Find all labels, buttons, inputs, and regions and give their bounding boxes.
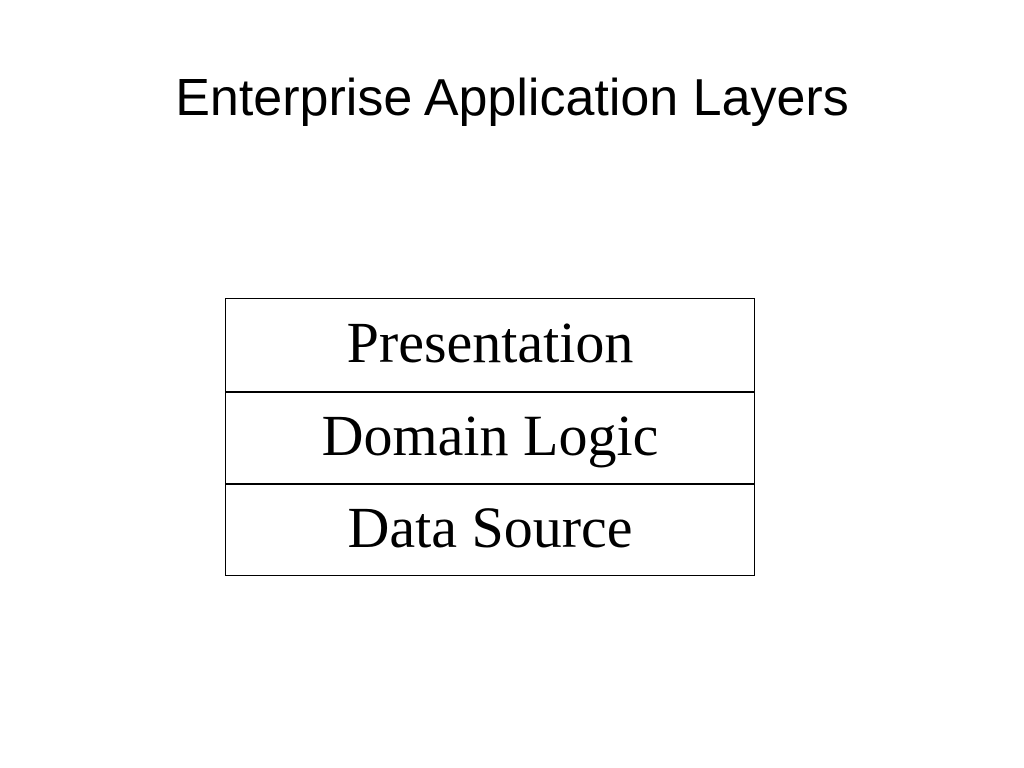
layer-data-source: Data Source [226,483,754,575]
layer-label: Presentation [346,310,634,375]
slide-title: Enterprise Application Layers [175,69,849,127]
layer-stack-diagram: Presentation Domain Logic Data Source [225,298,755,576]
layer-presentation: Presentation [226,299,754,391]
layer-domain-logic: Domain Logic [226,391,754,483]
layer-label: Data Source [347,495,633,560]
layer-label: Domain Logic [321,403,659,468]
